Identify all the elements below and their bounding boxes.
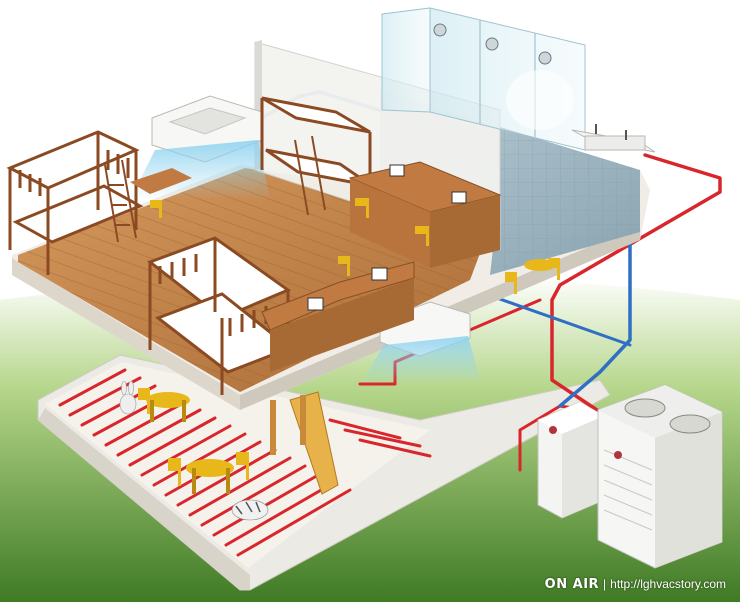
bunk-bed-left <box>6 130 144 275</box>
laptop-4 <box>371 267 388 281</box>
desk-row-back <box>348 161 502 268</box>
lounge-table <box>505 258 560 294</box>
ground-table-front <box>168 452 249 494</box>
wash-basins <box>571 124 656 153</box>
laptop-1 <box>389 164 405 177</box>
ground-table-left <box>138 388 190 422</box>
indoor-unit-logo: LG <box>550 428 557 434</box>
toy-tiger <box>231 499 269 521</box>
toy-bunny <box>119 380 137 415</box>
shower-head-2 <box>485 37 499 51</box>
bunk-bed-center <box>260 96 373 216</box>
desk-upper-left <box>130 168 192 218</box>
fan-grille-2 <box>669 414 711 434</box>
shower-head-3 <box>538 51 552 65</box>
laptop-2 <box>451 191 467 204</box>
watermark-brand: ON AIR <box>544 577 600 592</box>
desk-row-front <box>261 256 415 372</box>
laptop-3 <box>307 297 324 311</box>
watermark: ON AIR | http://lghvacstory.com <box>545 577 726 592</box>
shower-head-1 <box>433 23 447 37</box>
shower-enclosures <box>381 7 586 151</box>
fan-grille-1 <box>624 398 666 418</box>
liquid-line-red <box>550 153 722 414</box>
outdoor-unit-logo: LG <box>615 453 622 459</box>
outdoor-vrf-unit: LG <box>597 384 723 569</box>
slide-playset <box>270 391 339 495</box>
watermark-separator: | <box>603 577 607 591</box>
indoor-hydro-unit: LG <box>537 401 605 519</box>
watermark-url[interactable]: http://lghvacstory.com <box>610 577 726 591</box>
